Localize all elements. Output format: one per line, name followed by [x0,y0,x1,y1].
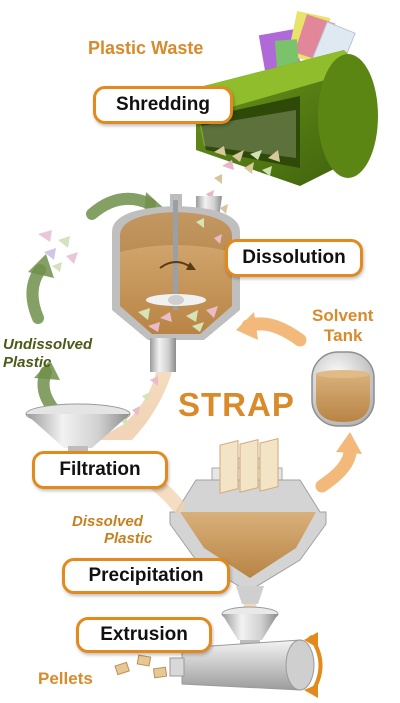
undissolved-plastic-label-line2: Plastic [3,354,52,371]
precipitate-blocks [219,438,279,494]
shredder-illustration [196,10,378,214]
dissolved-plastic-label-line2: Plastic [104,530,153,547]
undissolved-plastic-label-line1: Undissolved [3,336,93,353]
dissolution-outflow-stream [96,372,172,440]
pellets-label: Pellets [38,669,93,688]
undissolved-flakes [38,230,78,272]
pellets-illustration [114,654,168,679]
solvent-tank [311,351,375,427]
dissolution-step-box: Dissolution [225,239,363,277]
extrusion-step-box: Extrusion [76,617,212,653]
precipitation-step-box: Precipitation [62,558,230,594]
dissolved-plastic-label-line1: Dissolved [72,513,143,530]
dissolution-reactor [112,194,240,372]
outflow-flakes [120,376,158,426]
solvent-tank-label-line1: Solvent [312,306,374,325]
solvent-feed-arrow [236,312,307,347]
plastic-waste-label: Plastic Waste [88,38,204,58]
solvent-tank-label-line2: Tank [324,326,363,345]
shredding-step-box: Shredding [93,86,233,124]
filtration-step-box: Filtration [32,451,168,489]
strap-title: STRAP [178,386,295,423]
solvent-return-arrow [315,432,362,493]
extruder [169,606,323,698]
